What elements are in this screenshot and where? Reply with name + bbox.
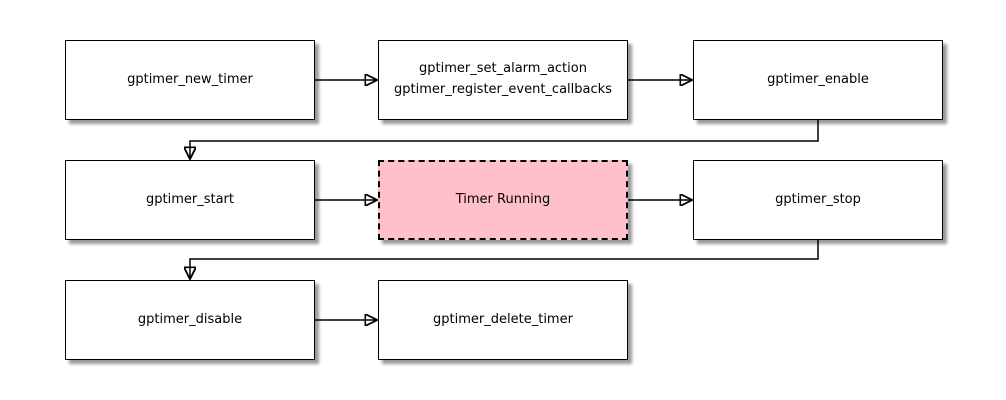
node-label-line1: gptimer_set_alarm_action: [419, 61, 587, 77]
node-label-line2: gptimer_register_event_callbacks: [394, 82, 612, 97]
node-gptimer-enable: gptimer_enable: [693, 40, 943, 120]
node-gptimer-config: gptimer_set_alarm_action gptimer_registe…: [378, 40, 628, 120]
node-label: gptimer_disable: [137, 311, 243, 327]
node-label: gptimer_stop: [775, 191, 861, 207]
node-label: gptimer_start: [146, 191, 234, 207]
node-label: Timer Running: [455, 191, 551, 207]
node-gptimer-start: gptimer_start: [65, 160, 315, 240]
connector-stop-to-disable: [190, 240, 819, 278]
node-gptimer-delete-timer: gptimer_delete_timer: [378, 280, 628, 360]
connector-enable-to-start: [190, 120, 819, 158]
node-gptimer-disable: gptimer_disable: [65, 280, 315, 360]
node-label: gptimer_new_timer: [127, 71, 253, 87]
node-label: gptimer_delete_timer: [433, 311, 573, 327]
node-timer-running: Timer Running: [378, 160, 628, 240]
node-gptimer-new-timer: gptimer_new_timer: [65, 40, 315, 120]
node-gptimer-stop: gptimer_stop: [693, 160, 943, 240]
node-label: gptimer_enable: [767, 71, 869, 87]
